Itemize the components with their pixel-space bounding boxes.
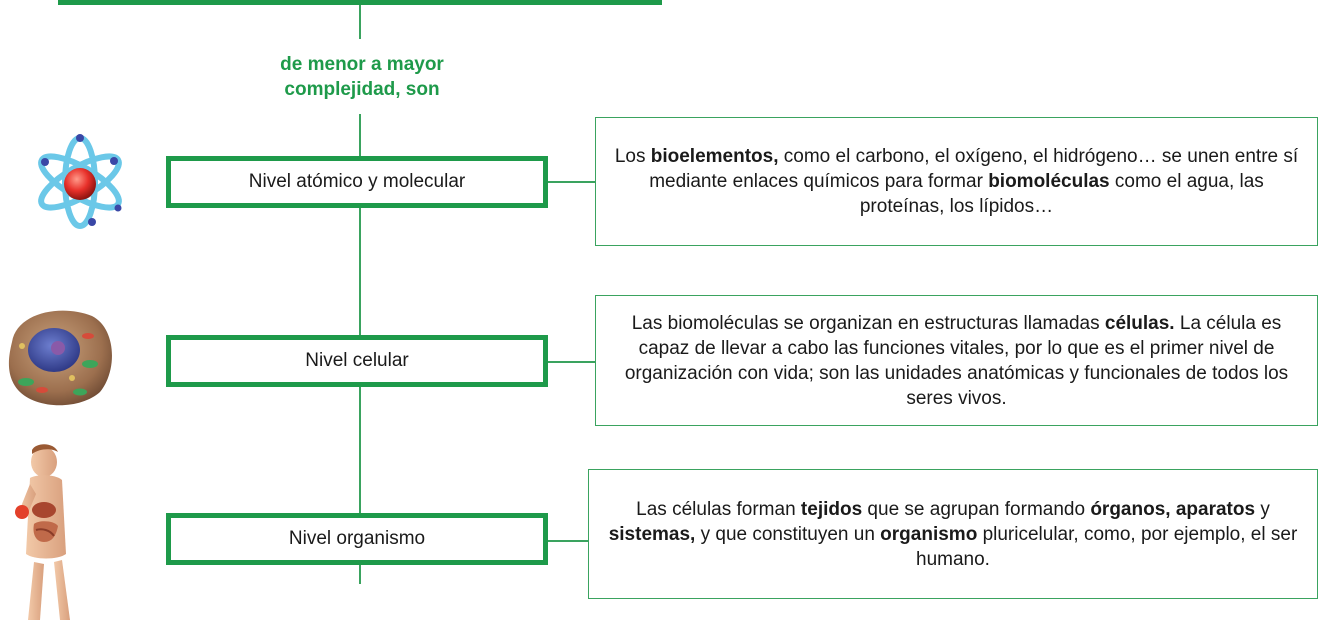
level-label: Nivel atómico y molecular	[248, 171, 466, 192]
description-text: Las biomoléculas se organizan en estruct…	[606, 311, 1307, 411]
level-box-organism: Nivel organismo	[166, 513, 548, 565]
description-box-organism: Las células forman tejidos que se agrupa…	[588, 469, 1318, 599]
description-segment: Las células forman	[636, 498, 801, 520]
description-segment: que se agrupan formando	[862, 498, 1091, 520]
keyword: aparatos	[1175, 498, 1256, 520]
connector-label-line1: de menor a mayor	[280, 54, 444, 75]
keyword: células.	[1104, 312, 1175, 334]
keyword: sistemas,	[608, 523, 696, 545]
parent-box-edge	[58, 0, 662, 5]
keyword: bioelementos,	[650, 146, 779, 167]
human-body-icon	[15, 444, 70, 620]
description-segment: como el carbono, el oxígeno, el hidrógen…	[649, 146, 1299, 192]
level-box-atomic: Nivel atómico y molecular	[166, 156, 548, 208]
level-label: Nivel organismo	[288, 528, 426, 549]
description-box-atomic: Los bioelementos, como el carbono, el ox…	[595, 117, 1318, 246]
level-label: Nivel celular	[305, 350, 409, 371]
description-segment: Los	[614, 146, 651, 167]
description-segment: y que constituyen un	[695, 523, 881, 545]
connector-line	[548, 361, 595, 363]
description-segment: La célula es capaz de llevar a cabo las …	[624, 312, 1289, 409]
keyword: biomoléculas	[988, 171, 1110, 192]
atom-icon	[38, 134, 122, 229]
cell-icon	[8, 310, 112, 406]
description-segment: y	[1255, 498, 1270, 520]
description-box-cellular: Las biomoléculas se organizan en estruct…	[595, 295, 1318, 426]
description-segment: Las biomoléculas se organizan en estruct…	[631, 312, 1105, 334]
description-text: Las células forman tejidos que se agrupa…	[599, 497, 1307, 572]
description-text: Los bioelementos, como el carbono, el ox…	[606, 144, 1307, 219]
connector-label-line2: complejidad, son	[284, 79, 440, 100]
description-segment: como el agua, las proteínas, los lípidos…	[859, 171, 1264, 217]
keyword: organismo	[880, 523, 978, 545]
keyword: tejidos	[800, 498, 863, 520]
description-segment: pluricelular, como, por ejemplo, el ser …	[916, 523, 1298, 570]
connector-line	[359, 5, 361, 39]
connector-label: de menor a mayor complejidad, son	[232, 52, 492, 102]
level-box-cellular: Nivel celular	[166, 335, 548, 387]
connector-line	[548, 540, 588, 542]
keyword: órganos,	[1090, 498, 1171, 520]
connector-line	[548, 181, 595, 183]
